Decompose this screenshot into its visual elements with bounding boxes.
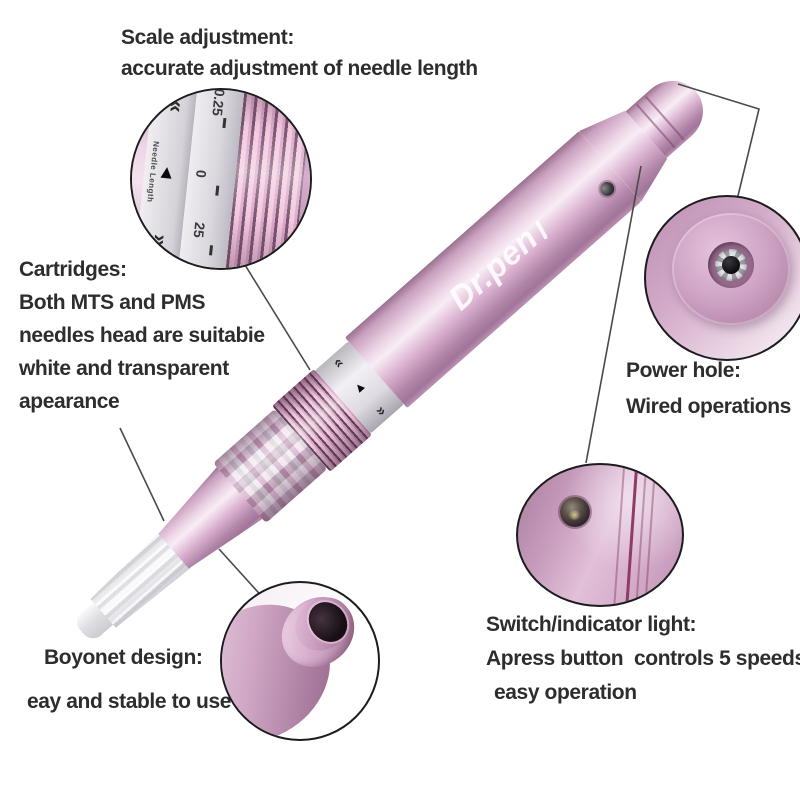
annotation-line: white and transparent bbox=[19, 357, 229, 380]
body-groove-line bbox=[612, 465, 626, 605]
annotation-desc: accurate adjustment of needle length bbox=[121, 57, 478, 80]
callout-line-power bbox=[677, 83, 760, 205]
power-jack-hole bbox=[722, 256, 740, 274]
power-hole-inset bbox=[644, 195, 800, 361]
annotation-title: Scale adjustment: bbox=[121, 26, 294, 49]
indicator-light-glow bbox=[568, 510, 581, 520]
switch-button bbox=[560, 497, 590, 527]
annotation-scale-adjustment: Scale adjustment: accurate adjustment of… bbox=[121, 22, 478, 84]
annotation-power-hole: Power hole: Wired operations bbox=[626, 353, 791, 425]
annotation-line: easy operation bbox=[494, 681, 637, 704]
annotation-desc: Wired operations bbox=[626, 395, 791, 418]
annotation-switch-indicator: Switch/indicator light: Apress button co… bbox=[486, 608, 800, 710]
annotation-title: Boyonet design: bbox=[44, 646, 203, 669]
annotation-title: Cartridges: bbox=[19, 258, 127, 281]
dial-tick bbox=[214, 185, 219, 196]
callout-line-scale bbox=[236, 251, 311, 371]
chevron-down-icon: » bbox=[146, 233, 173, 245]
annotation-desc: eay and stable to use bbox=[27, 690, 232, 713]
dial-marking: 0.25 bbox=[208, 88, 228, 117]
bayonet-connector-inset bbox=[220, 581, 380, 741]
switch-indicator-inset bbox=[516, 463, 684, 607]
annotation-line: apearance bbox=[19, 390, 120, 413]
callout-line-switch bbox=[585, 165, 642, 464]
triangle-pointer-icon: ▲ bbox=[155, 161, 177, 185]
callout-line-cartridges bbox=[119, 427, 165, 522]
annotation-title: Switch/indicator light: bbox=[486, 613, 697, 636]
annotation-bayonet-design: Boyonet design: eay and stable to use bbox=[27, 642, 231, 718]
dial-tick bbox=[222, 117, 227, 128]
chevron-up-icon: » bbox=[159, 101, 186, 114]
annotation-line: Both MTS and PMS bbox=[19, 291, 206, 314]
annotation-line: Apress button controls 5 speeds bbox=[486, 647, 800, 670]
annotation-line: needles head are suitabie bbox=[19, 324, 265, 347]
scale-dial-inset: » ▲ » Needle Length 0.25 0 25 bbox=[130, 88, 312, 270]
annotation-title: Power hole: bbox=[626, 359, 741, 382]
dial-marking: 0 bbox=[192, 169, 209, 179]
annotation-cartridges: Cartridges: Both MTS and PMS needles hea… bbox=[19, 253, 265, 418]
dial-marking: 25 bbox=[189, 220, 208, 238]
dial-macro-view: » ▲ » Needle Length 0.25 0 25 bbox=[132, 88, 310, 268]
